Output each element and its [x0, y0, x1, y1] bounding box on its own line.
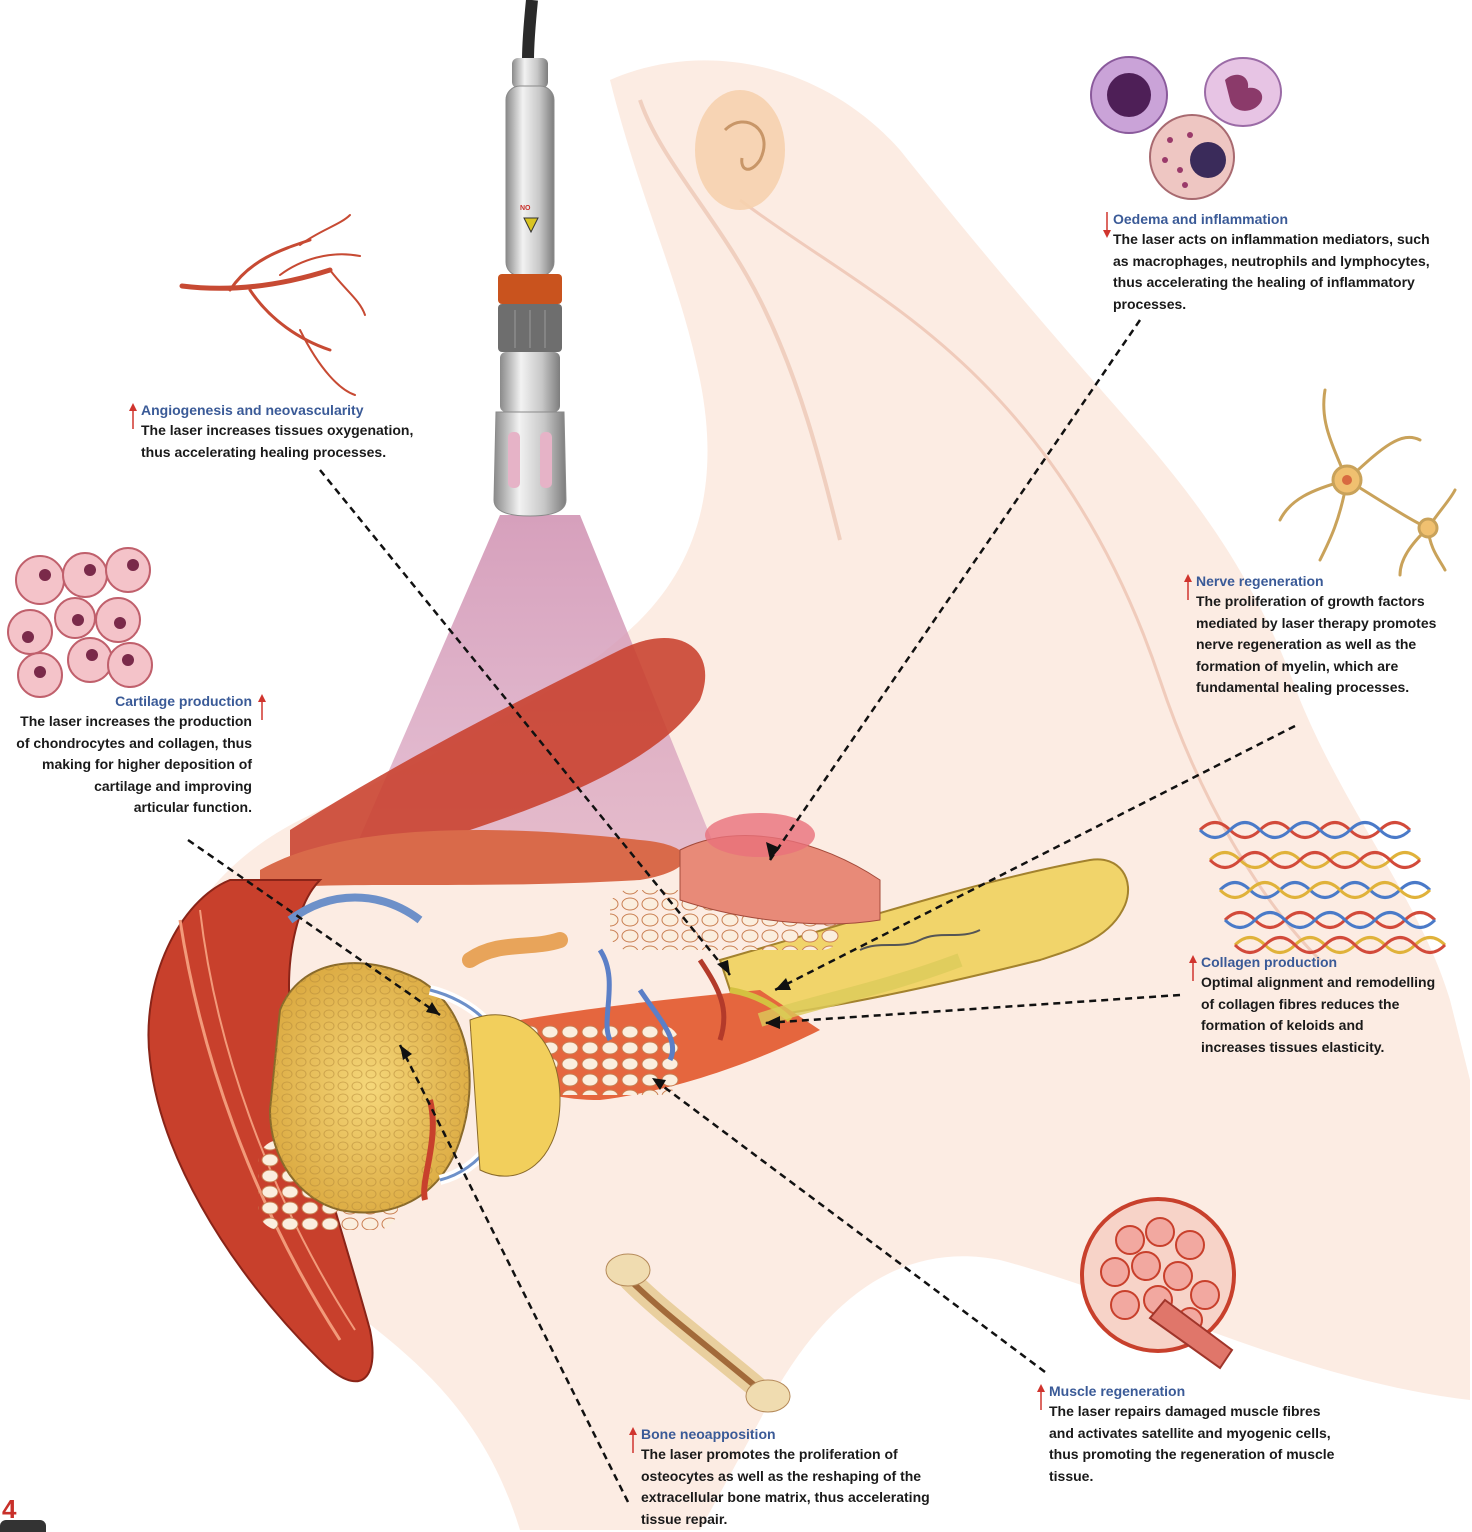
callout-text-line: The laser increases tissues oxygenation,: [141, 422, 414, 438]
callout-oedema: Oedema and inflammation The laser acts o…: [1103, 210, 1472, 315]
callout-text-line: The laser acts on inflammation mediators…: [1113, 231, 1430, 247]
chondrocyte-cells-illustration: [7, 547, 153, 698]
callout-text-line: The laser repairs damaged muscle fibres: [1049, 1403, 1321, 1419]
vessel-tree-illustration: [179, 214, 366, 396]
increase-arrow-icon: [629, 1427, 637, 1453]
callout-text-line: The laser increases the production: [20, 713, 252, 729]
callout-title: Muscle regeneration: [1049, 1383, 1186, 1399]
white-blood-cells-illustration: [1090, 56, 1282, 200]
callout-bone: Bone neoapposition The laser promotes th…: [629, 1425, 961, 1530]
collagen-fibres-illustration: [1198, 821, 1447, 954]
callout-nerve: Nerve regeneration The proliferation of …: [1184, 572, 1466, 699]
callout-text-line: formation of keloids and: [1201, 1017, 1364, 1033]
increase-arrow-icon: [1189, 955, 1197, 981]
callout-text-line: Optimal alignment and remodelling: [1201, 974, 1436, 990]
muscle-fibre-illustration: [1080, 1197, 1236, 1370]
callout-title: Cartilage production: [115, 693, 252, 709]
decrease-arrow-icon: [1103, 212, 1111, 238]
increase-arrow-icon: [1184, 574, 1192, 600]
callout-text-line: thus promoting the regeneration of muscl…: [1049, 1446, 1335, 1462]
callout-text-line: articular function.: [133, 799, 252, 815]
callout-collagen: Collagen production Optimal alignment an…: [1189, 953, 1471, 1058]
increase-arrow-icon: [129, 403, 137, 429]
callout-text-line: The proliferation of growth factors: [1196, 593, 1425, 609]
callout-text-line: extracellular bone matrix, thus accelera…: [641, 1489, 930, 1505]
callout-muscle: Muscle regeneration The laser repairs da…: [1037, 1382, 1369, 1487]
callout-text-line: of chondrocytes and collagen, thus: [16, 734, 252, 751]
callout-text-line: nerve regeneration as well as the: [1196, 636, 1417, 652]
callout-title: Nerve regeneration: [1196, 573, 1324, 589]
callout-text-line: mediated by laser therapy promotes: [1196, 614, 1437, 631]
callout-text-line: of collagen fibres reduces the: [1201, 995, 1400, 1012]
page-tab-decoration: [0, 1520, 46, 1532]
callout-title: Bone neoapposition: [641, 1426, 776, 1442]
neuron-illustration: [1278, 388, 1457, 577]
callout-cartilage: Cartilage production The laser increases…: [0, 692, 266, 819]
callout-text-line: fundamental healing processes.: [1196, 679, 1410, 695]
callout-text-line: osteocytes as well as the reshaping of t…: [641, 1467, 922, 1484]
callout-text-line: and activates satellite and myogenic cel…: [1049, 1424, 1331, 1441]
callout-text-line: formation of myelin, which are: [1196, 657, 1399, 674]
callout-title: Collagen production: [1201, 954, 1338, 970]
callout-text-line: tissue.: [1049, 1467, 1094, 1484]
callout-angiogenesis: Angiogenesis and neovascularity The lase…: [129, 401, 461, 463]
callout-title: Angiogenesis and neovascularity: [141, 402, 364, 418]
callout-text-line: cartilage and improving: [94, 777, 252, 794]
callout-text-line: thus accelerating the healing of inflamm…: [1113, 274, 1415, 290]
callout-text-line: processes.: [1113, 295, 1187, 312]
callout-text-line: increases tissues elasticity.: [1201, 1038, 1385, 1055]
callout-text-line: thus accelerating healing processes.: [141, 443, 387, 460]
increase-arrow-icon: [258, 694, 266, 720]
long-bone-illustration: [605, 1253, 791, 1413]
callout-text-line: tissue repair.: [641, 1510, 728, 1527]
callout-title: Oedema and inflammation: [1113, 211, 1289, 227]
callout-text-line: The laser promotes the proliferation of: [641, 1446, 898, 1462]
device-badge: NO: [520, 205, 531, 212]
callout-text-line: as macrophages, neutrophils and lymphocy…: [1113, 252, 1430, 269]
callout-text-line: making for higher deposition of: [42, 756, 252, 772]
increase-arrow-icon: [1037, 1384, 1045, 1410]
page-number: 4: [2, 1494, 17, 1524]
